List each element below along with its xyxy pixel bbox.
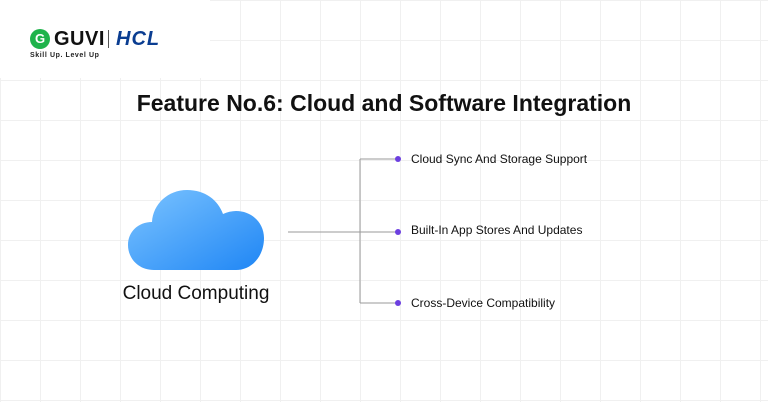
cloud-icon [128, 190, 264, 270]
hcl-logo-text: HCL [116, 28, 161, 50]
logo-tagline: Skill Up. Level Up [30, 52, 100, 59]
feature-item-cross-device: Cross-Device Compatibility [411, 296, 556, 310]
feature-bullet-2 [395, 229, 401, 235]
feature-item-app-stores: Built-In App Stores And Updates [411, 223, 583, 237]
guvi-logo-icon: G [30, 29, 50, 49]
page-title: Feature No.6: Cloud and Software Integra… [136, 90, 632, 116]
feature-bullet-1 [395, 156, 401, 162]
guvi-logo-text: GUVI [54, 28, 105, 50]
logo-divider [108, 30, 109, 48]
feature-bullet-3 [395, 300, 401, 306]
feature-item-cloud-sync: Cloud Sync And Storage Support [411, 152, 588, 166]
cloud-computing-label: Cloud Computing [122, 283, 270, 304]
brand-logo: G GUVI HCL Skill Up. Level Up [30, 28, 210, 64]
